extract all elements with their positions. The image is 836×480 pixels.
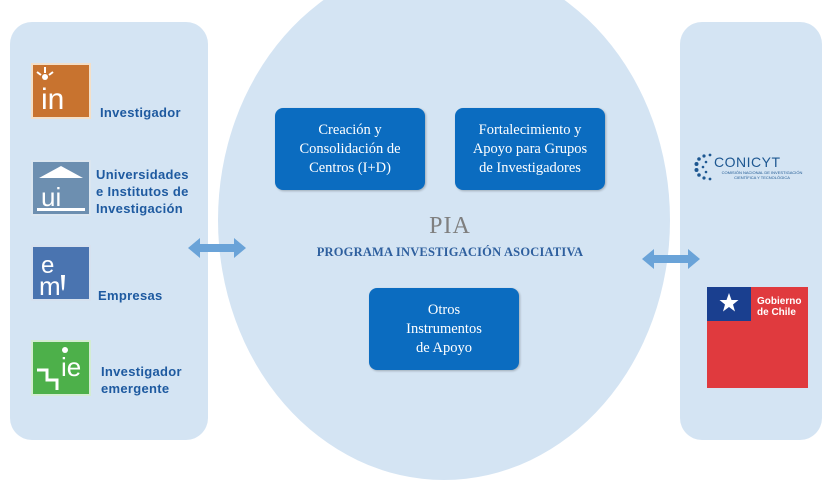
svg-text:in: in: [41, 83, 64, 116]
gobierno-de-chile-name: Gobierno de Chile: [757, 296, 802, 318]
gobierno-de-chile-logo: [707, 287, 808, 388]
left-double-arrow: [188, 238, 246, 258]
instrument-centros-box: Creación y Consolidación de Centros (I+D…: [275, 108, 425, 190]
program-title: PIA: [429, 213, 471, 239]
actor-label-empresas: Empresas: [98, 288, 163, 303]
actor-label-investigador: Investigador: [100, 105, 181, 120]
ie-icon: ie: [31, 340, 91, 396]
program-subtitle: PROGRAMA INVESTIGACIÓN ASOCIATIVA: [316, 245, 584, 259]
instrument-grupos-box: Fortalecimiento y Apoyo para Grupos de I…: [455, 108, 605, 190]
actor-label-investigador-emergente: Investigador emergente: [101, 364, 182, 396]
conicyt-name: CONICYT: [714, 154, 781, 170]
conicyt-tagline: COMISIÓN NACIONAL DE INVESTIGACIÓN CIENT…: [721, 170, 803, 180]
svg-text:ie: ie: [61, 352, 81, 382]
svg-text:m: m: [39, 271, 61, 301]
in-icon: in: [31, 63, 91, 119]
svg-text:e: e: [41, 252, 54, 279]
conicyt-logo-icon: [694, 153, 712, 181]
instrument-otros-box: Otros Instrumentos de Apoyo: [369, 288, 519, 370]
em-icon: e m: [31, 245, 91, 301]
svg-text:ui: ui: [41, 182, 61, 212]
actor-label-universidades: Universidades e Institutos de Investigac…: [96, 167, 189, 216]
program-circle: [218, 0, 670, 480]
right-double-arrow: [642, 249, 700, 269]
ui-icon: ui: [31, 160, 91, 216]
